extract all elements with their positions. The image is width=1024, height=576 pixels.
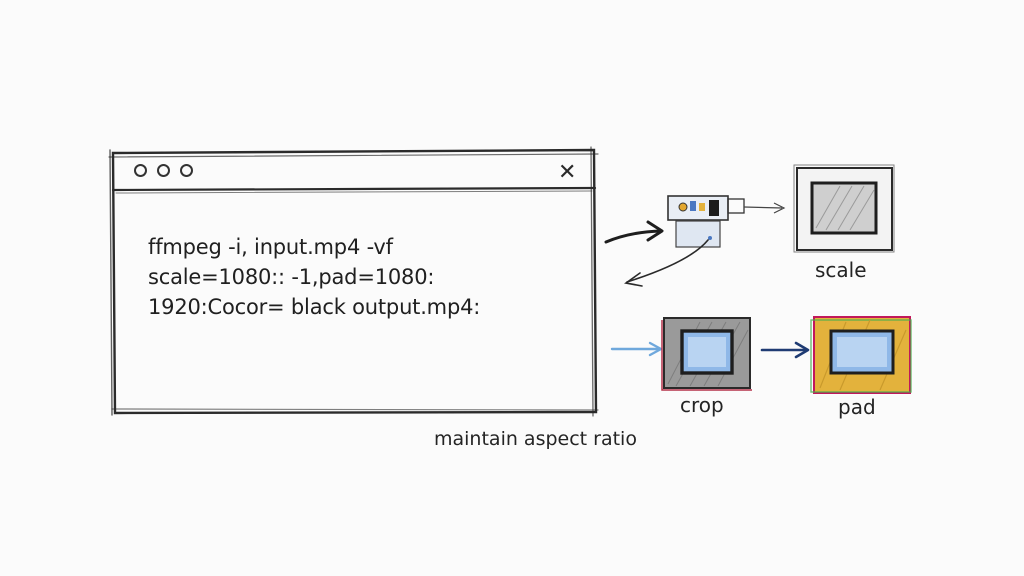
command-line-3: 1920:Cocor= black output.mp4:	[148, 295, 481, 319]
command-line-2: scale=1080:: -1,pad=1080:	[148, 265, 435, 289]
arrow-to-crop	[610, 341, 663, 357]
minimize-icon[interactable]	[134, 164, 147, 177]
crop-frame-icon	[661, 317, 752, 391]
arrow-to-pad	[760, 341, 810, 359]
pad-frame-icon	[810, 316, 912, 394]
command-line-1: ffmpeg -i, input.mp4 -vf	[148, 235, 393, 259]
command-text: ffmpeg -i, input.mp4 -vf scale=1080:: -1…	[148, 232, 578, 322]
window-controls	[134, 164, 214, 184]
crop-label: crop	[680, 393, 724, 417]
arrow-to-converter	[604, 220, 664, 244]
aspect-caption: maintain aspect ratio	[434, 428, 637, 450]
close-icon[interactable]: ✕	[558, 160, 577, 185]
maximize-icon[interactable]	[157, 164, 170, 177]
converter-device-icon	[667, 195, 786, 248]
scale-frame-icon	[793, 164, 895, 253]
return-arrow	[624, 239, 709, 287]
terminal-window-frame	[108, 146, 599, 417]
close-dot-icon[interactable]	[180, 164, 193, 177]
scale-label: scale	[815, 258, 867, 282]
pad-label: pad	[838, 395, 876, 419]
